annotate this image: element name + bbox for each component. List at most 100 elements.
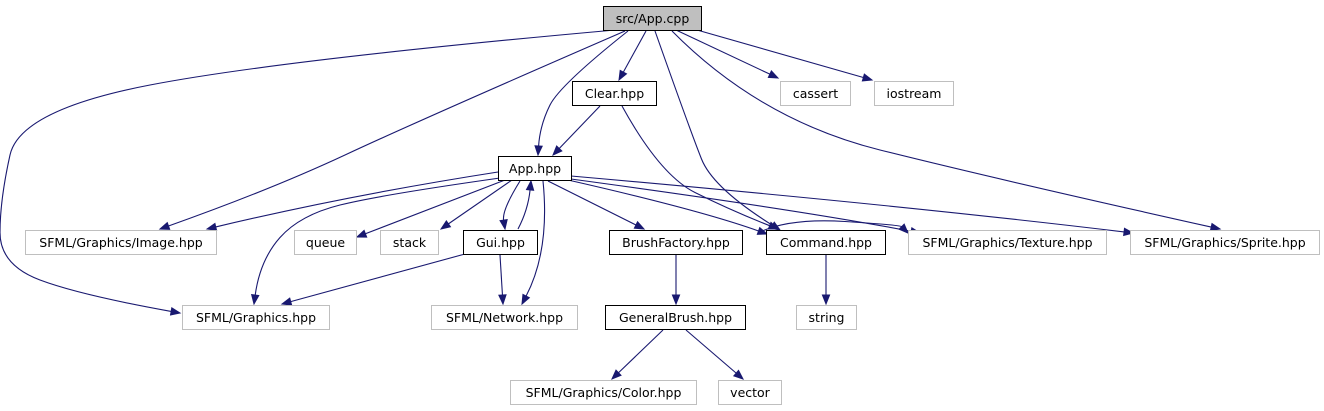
edge-app-to-queue <box>355 179 506 238</box>
edge-line <box>525 180 546 297</box>
node-label: Command.hpp <box>780 235 872 250</box>
edge-app-to-brushfactory <box>547 180 646 230</box>
arrowhead <box>552 145 563 156</box>
node-label: GeneralBrush.hpp <box>619 310 732 325</box>
node-box <box>572 81 657 106</box>
edge-src-to-cassert <box>675 29 780 79</box>
node-label: Gui.hpp <box>476 235 525 250</box>
node-label: string <box>809 310 845 325</box>
node-box <box>780 81 851 106</box>
arrowhead <box>355 229 368 238</box>
node-label: cassert <box>793 86 838 101</box>
edge-src-to-clear <box>618 30 647 82</box>
edge-src-to-app <box>534 30 629 157</box>
edge-line <box>618 329 664 374</box>
arrowhead <box>861 73 874 82</box>
edge-line <box>675 29 771 75</box>
node-label: Clear.hpp <box>585 86 644 101</box>
arrowhead <box>1209 222 1222 232</box>
node-brushfactory[interactable]: BrushFactory.hpp <box>609 230 743 255</box>
node-label: queue <box>306 235 345 250</box>
node-label: SFML/Graphics/Sprite.hpp <box>1144 235 1305 250</box>
node-label: SFML/Network.hpp <box>446 310 563 325</box>
edge-generalbrush-to-color <box>611 329 664 380</box>
edge-app-to-gui <box>499 180 521 231</box>
edge-app-to-stack <box>439 179 513 230</box>
edge-line <box>570 178 912 232</box>
arrowhead <box>525 179 535 191</box>
arrowhead <box>205 222 218 232</box>
node-app[interactable]: App.hpp <box>498 156 572 181</box>
edge-line <box>759 220 903 233</box>
edge-src-to-iostream <box>689 27 874 82</box>
node-box <box>510 380 697 405</box>
node-box <box>463 230 538 255</box>
arrowhead <box>280 297 293 306</box>
node-label: vector <box>730 385 771 400</box>
node-texture: SFML/Graphics/Texture.hpp <box>908 230 1107 255</box>
node-box <box>25 230 217 255</box>
node-box <box>294 230 357 255</box>
node-gui[interactable]: Gui.hpp <box>463 230 538 255</box>
node-box <box>603 6 702 31</box>
edge-line <box>168 30 626 227</box>
node-box <box>796 305 857 330</box>
edge-app-to-network <box>521 180 546 306</box>
node-stack: stack <box>380 230 439 255</box>
node-vector: vector <box>718 380 782 405</box>
edge-line <box>671 30 1212 228</box>
edge-app-to-graphics <box>250 177 501 306</box>
node-src: src/App.cpp <box>603 6 702 31</box>
node-cassert: cassert <box>780 81 851 106</box>
node-box <box>766 230 886 255</box>
edge-line <box>558 105 601 149</box>
node-color: SFML/Graphics/Color.hpp <box>510 380 697 405</box>
node-box <box>182 305 330 330</box>
edge-line <box>517 189 531 230</box>
edge-command-to-string <box>821 255 831 306</box>
node-image: SFML/Graphics/Image.hpp <box>25 230 217 255</box>
arrowhead <box>499 218 508 231</box>
arrowhead <box>250 294 260 306</box>
edge-line <box>499 254 503 296</box>
arrowhead <box>611 369 622 380</box>
node-network: SFML/Network.hpp <box>431 305 578 330</box>
arrowhead <box>671 294 681 306</box>
arrowhead <box>898 223 909 234</box>
edge-generalbrush-to-vector <box>685 329 745 380</box>
node-box <box>908 230 1107 255</box>
node-graphics: SFML/Graphics.hpp <box>182 305 330 330</box>
edge-app-to-sprite <box>570 175 1135 237</box>
node-box <box>718 380 782 405</box>
node-clear[interactable]: Clear.hpp <box>572 81 657 106</box>
node-command[interactable]: Command.hpp <box>766 230 886 255</box>
edge-line <box>538 30 629 147</box>
arrowhead <box>618 69 628 82</box>
arrowhead <box>534 145 543 157</box>
node-label: App.hpp <box>509 161 561 176</box>
edge-gui-to-app <box>517 179 535 230</box>
node-iostream: iostream <box>874 81 954 106</box>
node-sprite: SFML/Graphics/Sprite.hpp <box>1130 230 1320 255</box>
edge-src-to-graphics <box>0 29 616 316</box>
node-label: iostream <box>887 86 942 101</box>
node-box <box>380 230 439 255</box>
arrowhead <box>732 369 745 380</box>
edge-app-to-image <box>205 171 499 232</box>
edge-app-to-command <box>567 179 769 235</box>
edge-line <box>685 329 737 374</box>
node-label: BrushFactory.hpp <box>622 235 730 250</box>
arrowhead <box>633 220 646 230</box>
arrowhead <box>158 221 171 230</box>
edge-line <box>254 177 501 296</box>
edge-clear-to-app <box>552 105 601 156</box>
arrowhead <box>767 70 780 79</box>
node-label: SFML/Graphics/Color.hpp <box>526 385 682 400</box>
edge-clear-to-command <box>621 105 780 230</box>
node-box <box>874 81 954 106</box>
node-generalbrush[interactable]: GeneralBrush.hpp <box>605 305 746 330</box>
edge-src-to-image <box>158 30 626 230</box>
edge-brushfactory-to-generalbrush <box>671 255 681 306</box>
